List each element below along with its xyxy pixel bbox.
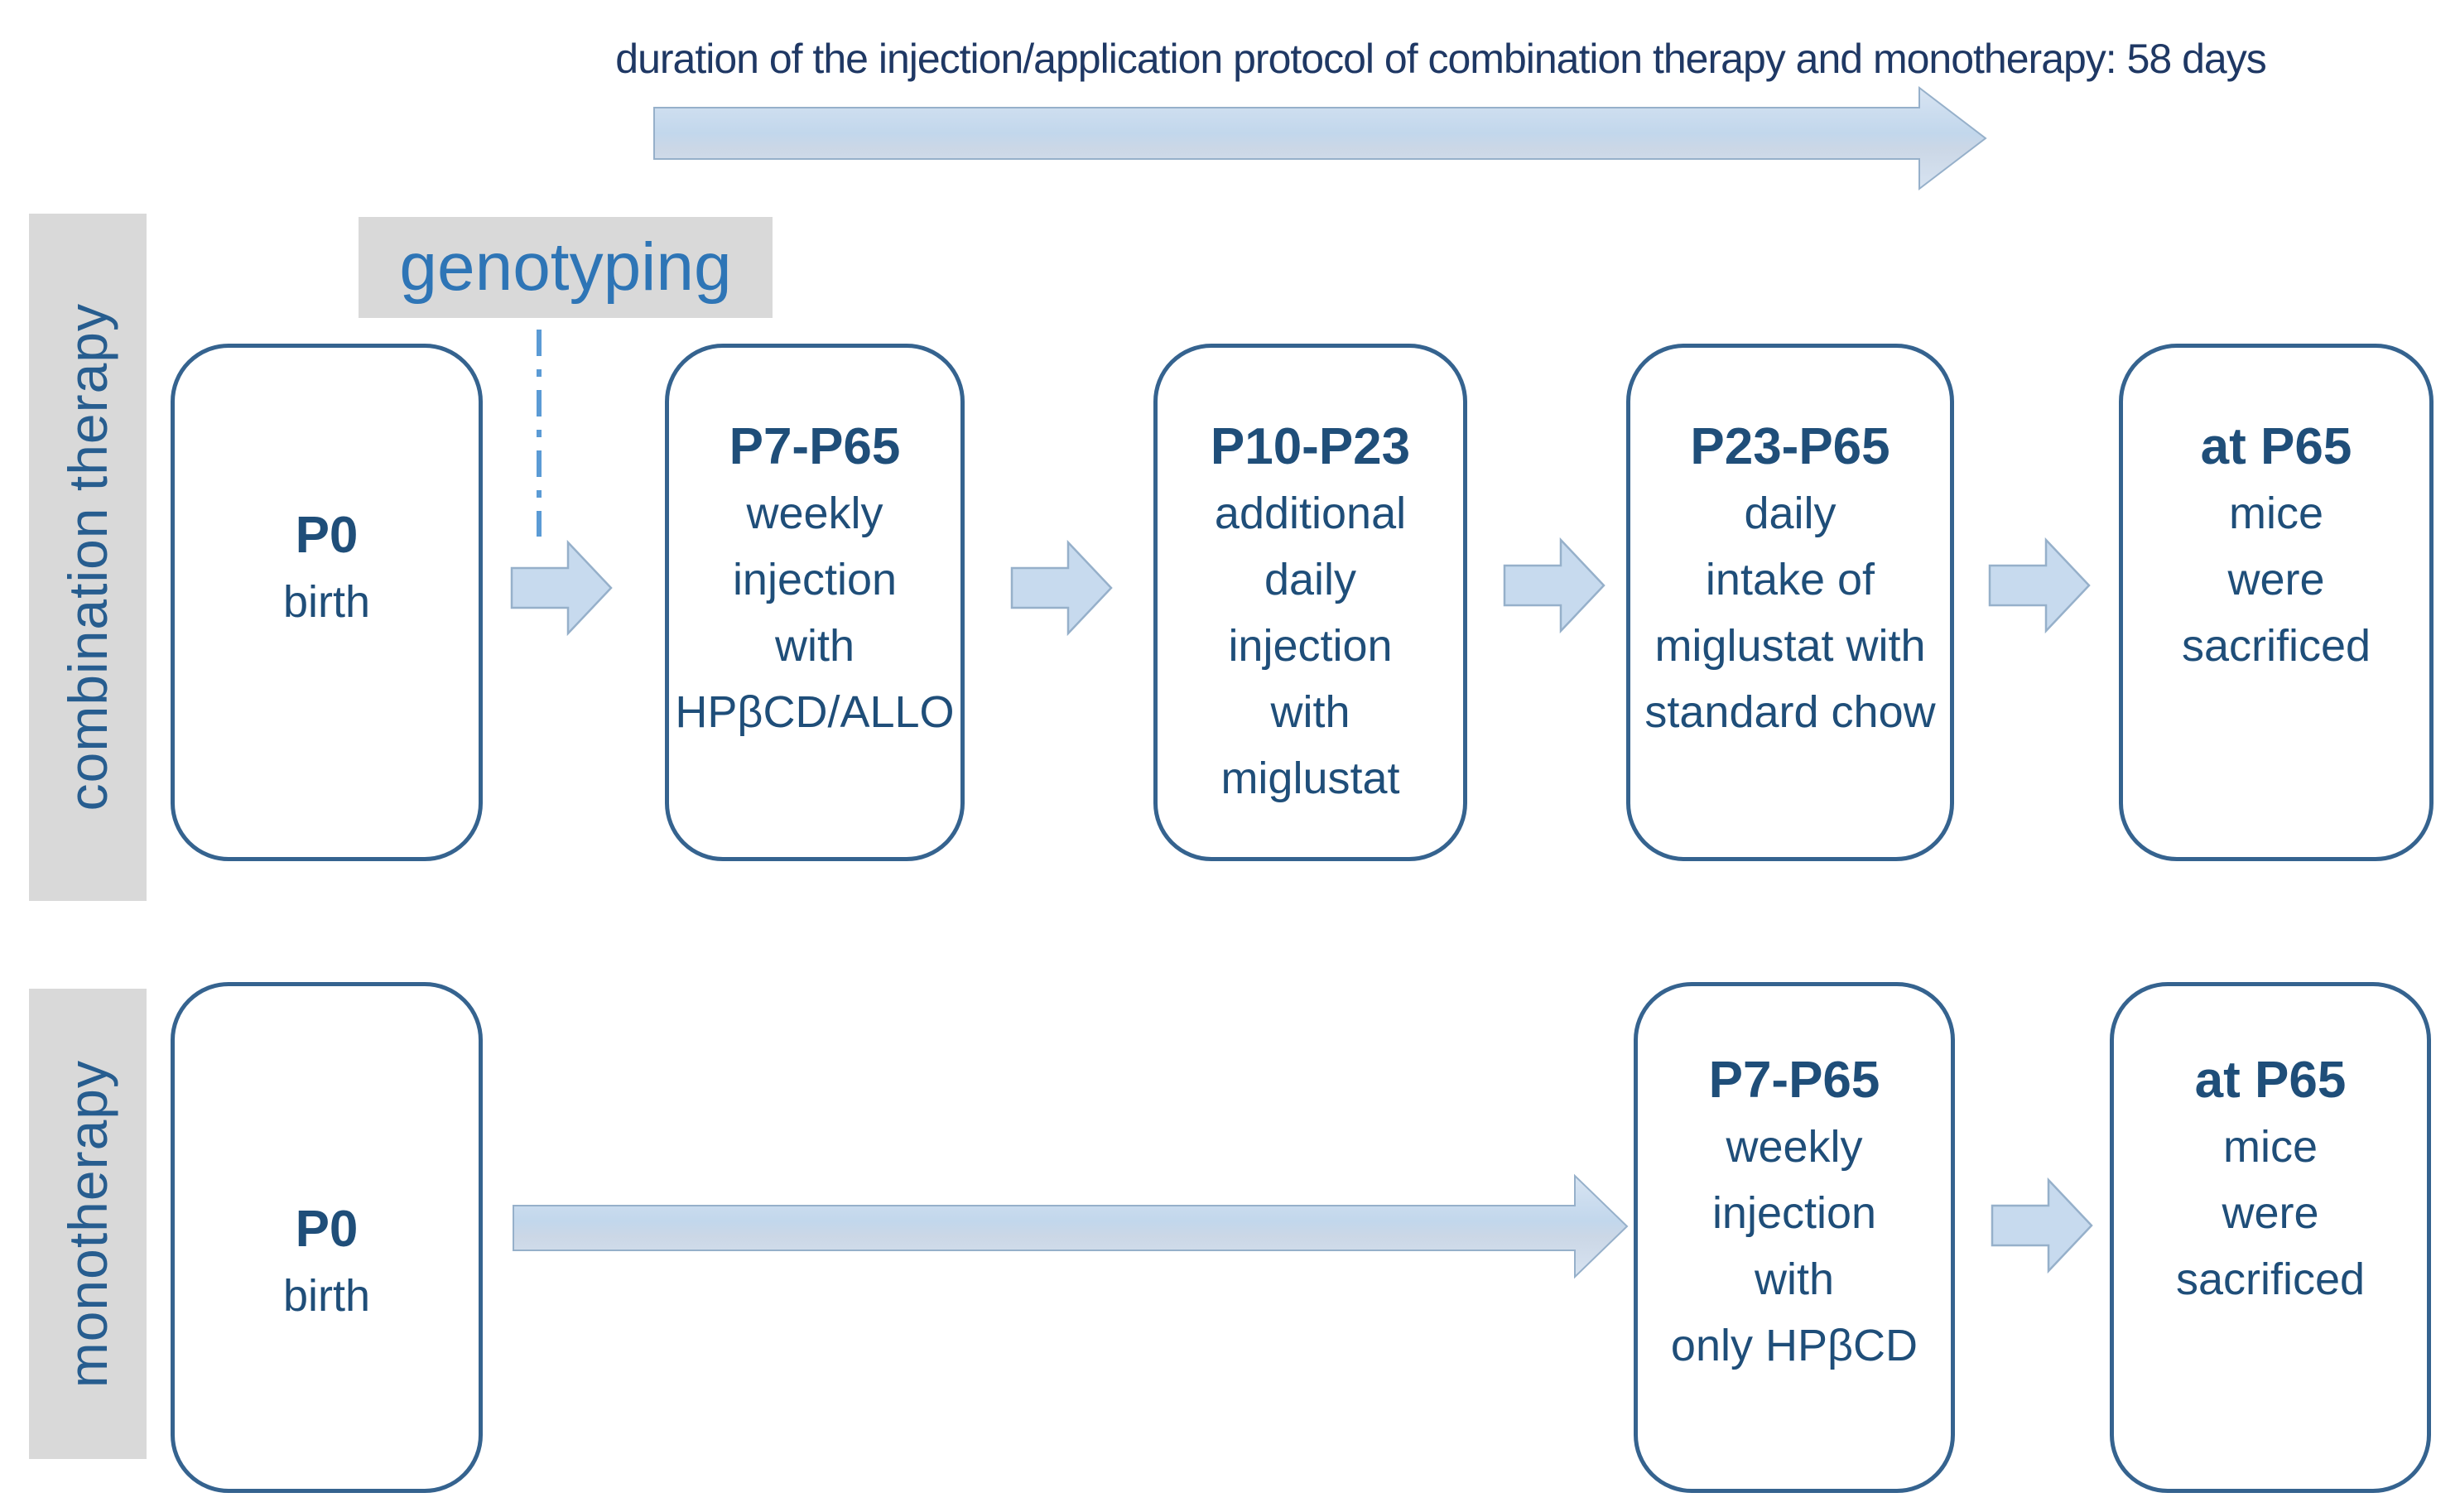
stage-line: mice bbox=[2228, 489, 2323, 538]
stage-line: daily bbox=[1264, 555, 1357, 604]
stage-line: birth bbox=[282, 577, 371, 627]
stage-line: sacrificed bbox=[2175, 1254, 2366, 1304]
stage-line: injection bbox=[1711, 1188, 1877, 1238]
stage-line: with bbox=[1754, 1254, 1835, 1304]
stage-heading: P23-P65 bbox=[1690, 418, 1890, 475]
stage-line: standard chow bbox=[1644, 687, 1936, 737]
stage-line: mice bbox=[2222, 1122, 2318, 1172]
stage-line: miglustat bbox=[1220, 754, 1400, 803]
stage-box-mono-sacrifice: at P65 mice were sacrificed bbox=[2110, 982, 2431, 1493]
stage-box-combo-sacrifice: at P65 mice were sacrificed bbox=[2119, 344, 2434, 861]
flow-arrow-icon bbox=[1010, 539, 1113, 637]
stage-box-combo-p0-birth: P0 birth bbox=[171, 344, 483, 861]
stage-heading: at P65 bbox=[2194, 1052, 2347, 1109]
stage-box-combo-daily-miglustat-injection: P10-P23 additional daily injection with … bbox=[1153, 344, 1467, 861]
stage-line: intake of bbox=[1705, 555, 1875, 604]
stage-box-combo-weekly-injection: P7-P65 weekly injection with HPβCD/ALLO bbox=[665, 344, 965, 861]
genotyping-label: genotyping bbox=[359, 217, 773, 318]
stage-heading: P0 bbox=[295, 507, 359, 564]
stage-heading: P0 bbox=[295, 1201, 359, 1258]
flow-arrow-icon bbox=[1503, 537, 1605, 634]
stage-box-mono-hpbcd-injection: P7-P65 weekly injection with only HPβCD bbox=[1634, 982, 1955, 1493]
row-label-combination-therapy: combination therapy bbox=[29, 214, 147, 901]
stage-heading: P10-P23 bbox=[1210, 418, 1411, 475]
stage-line: were bbox=[2227, 555, 2325, 604]
stage-heading: P7-P65 bbox=[1708, 1052, 1880, 1109]
flow-arrow-icon bbox=[510, 539, 613, 637]
stage-line: additional bbox=[1214, 489, 1407, 538]
stage-line: weekly bbox=[746, 489, 883, 538]
stage-line: HPβCD/ALLO bbox=[675, 687, 955, 737]
monotherapy-label: monotherapy bbox=[57, 1059, 118, 1389]
stage-line: weekly bbox=[1726, 1122, 1863, 1172]
genotyping-dashed-connector-icon bbox=[537, 330, 542, 537]
stage-line: injection bbox=[1228, 621, 1393, 671]
stage-box-mono-p0-birth: P0 birth bbox=[171, 982, 483, 1493]
stage-line: only HPβCD bbox=[1670, 1321, 1918, 1370]
flow-arrow-icon bbox=[1991, 1177, 2093, 1274]
stage-line: birth bbox=[282, 1271, 371, 1321]
stage-line: with bbox=[774, 621, 855, 671]
stage-line: injection bbox=[732, 555, 898, 604]
stage-line: with bbox=[1270, 687, 1350, 737]
stage-line: daily bbox=[1744, 489, 1837, 538]
stage-line: sacrificed bbox=[2181, 621, 2371, 671]
flow-arrow-icon bbox=[1988, 537, 2091, 634]
stage-line: miglustat with bbox=[1654, 621, 1926, 671]
stage-box-combo-miglustat-chow: P23-P65 daily intake of miglustat with s… bbox=[1626, 344, 1954, 861]
duration-timeline-arrow-icon bbox=[653, 85, 1987, 191]
stage-heading: at P65 bbox=[2200, 418, 2352, 475]
stage-heading: P7-P65 bbox=[729, 418, 901, 475]
stage-line: were bbox=[2222, 1188, 2319, 1238]
row-label-monotherapy: monotherapy bbox=[29, 989, 147, 1459]
long-flow-arrow-icon bbox=[513, 1173, 1629, 1279]
combination-therapy-label: combination therapy bbox=[57, 303, 118, 811]
duration-title: duration of the injection/application pr… bbox=[615, 36, 2266, 82]
